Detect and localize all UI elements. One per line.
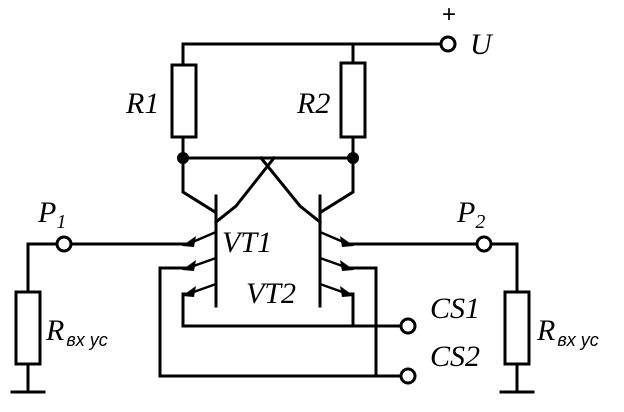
collector-node-right [347,152,359,164]
resistor-r2-label: R2 [296,87,330,120]
supply-terminal [439,35,457,53]
emitter-bus-cs2 [158,266,402,378]
resistor-r1 [170,63,198,139]
collector-node-left [177,152,189,164]
supply-plus-label: + [442,1,456,28]
terminal-p1 [55,235,73,253]
transistor-vt1-label: VT1 [222,226,272,259]
input-resistor-right-wiring [489,242,535,394]
terminal-p2-label: P2 [456,196,485,233]
supply-rail [181,42,442,67]
terminal-cs1-label: CS1 [430,292,480,325]
input-resistor-left [14,290,42,366]
terminal-p1-label: P1 [37,196,66,233]
transistor-vt2-label: VT2 [246,277,296,310]
transistor-vt1 [146,194,218,308]
supply-label: U [470,28,494,61]
resistor-r1-label: R1 [125,87,159,120]
terminal-cs2-label: CS2 [430,340,480,373]
terminal-p2 [475,235,493,253]
terminal-cs1 [399,317,417,335]
terminal-cs2 [399,367,417,385]
resistor-r2 [339,61,367,139]
collector-wiring [181,135,355,225]
input-resistor-left-wiring [10,242,59,394]
input-resistor-right [503,290,531,366]
transistor-vt2 [318,194,478,308]
